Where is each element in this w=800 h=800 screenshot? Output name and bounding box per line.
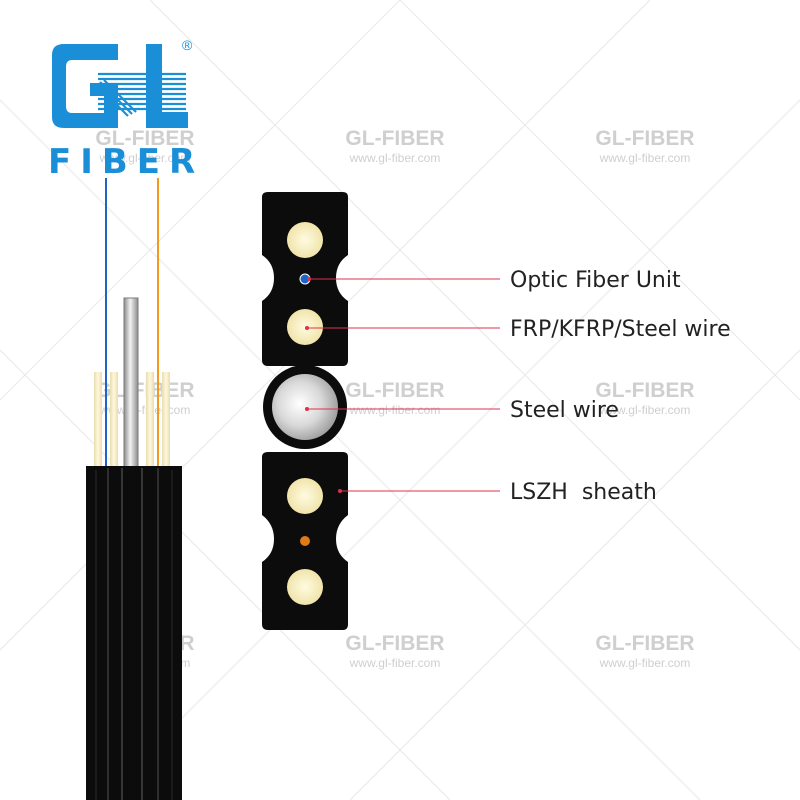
watermark-url: www.gl-fiber.com [599, 403, 691, 417]
steel-wire-core [272, 374, 338, 440]
yarn-strand [162, 372, 170, 472]
callout-optic-fiber-unit: Optic Fiber Unit [307, 268, 681, 293]
callout-anchor [338, 489, 342, 493]
watermark: GL-FIBER www.gl-fiber.com [595, 379, 694, 417]
callout-steel-wire: Steel wire [305, 398, 619, 423]
brand-logo: ® FIBER [48, 37, 204, 182]
logo-wordmark: FIBER [48, 142, 204, 182]
callout-label: LSZH sheath [510, 480, 657, 505]
watermark: GL-FIBER www.gl-fiber.com [95, 127, 194, 165]
steel-wire-rod [123, 297, 139, 475]
watermark-url: www.gl-fiber.com [349, 403, 441, 417]
callout-anchor [307, 277, 311, 281]
callout-lszh-sheath: LSZH sheath [338, 480, 657, 505]
fiber-unit-dot [300, 536, 310, 546]
yarn-strand [94, 372, 102, 472]
callout-frp-wire: FRP/KFRP/Steel wire [305, 317, 731, 342]
callout-anchor [305, 407, 309, 411]
callout-label: Optic Fiber Unit [510, 268, 681, 293]
watermark-url: www.gl-fiber.com [99, 151, 191, 165]
callout-anchor [305, 326, 309, 330]
watermark-title: GL-FIBER [595, 632, 694, 655]
yarn-strand [146, 372, 154, 472]
watermark-title: GL-FIBER [595, 127, 694, 150]
registered-mark: ® [182, 37, 193, 53]
yarn-strand [110, 372, 118, 472]
watermark-url: www.gl-fiber.com [349, 656, 441, 670]
watermark-title: GL-FIBER [95, 127, 194, 150]
logo-stripes [95, 72, 186, 117]
callouts: Optic Fiber Unit FRP/KFRP/Steel wire Ste… [305, 268, 731, 505]
watermark: GL-FIBER www.gl-fiber.com [595, 127, 694, 165]
watermark-title: GL-FIBER [345, 127, 444, 150]
callout-label: Steel wire [510, 398, 619, 423]
watermark-group: GL-FIBER www.gl-fiber.com GL-FIBER www.g… [95, 127, 694, 670]
watermark-title: GL-FIBER [595, 379, 694, 402]
cable-side-view [86, 178, 182, 800]
cable-cross-section [262, 192, 348, 630]
frp-rod [287, 222, 323, 258]
cable-sheath [86, 466, 182, 800]
frp-rod [287, 478, 323, 514]
watermark-title: GL-FIBER [345, 632, 444, 655]
logo-mark [52, 44, 188, 128]
watermark: GL-FIBER www.gl-fiber.com [345, 632, 444, 670]
watermark-url: www.gl-fiber.com [349, 151, 441, 165]
watermark: GL-FIBER www.gl-fiber.com [345, 127, 444, 165]
frp-rod [287, 309, 323, 345]
watermark-url: www.gl-fiber.com [599, 656, 691, 670]
watermark: GL-FIBER www.gl-fiber.com [345, 379, 444, 417]
watermark-url: www.gl-fiber.com [599, 151, 691, 165]
watermark-title: GL-FIBER [345, 379, 444, 402]
callout-label: FRP/KFRP/Steel wire [510, 317, 731, 342]
frp-rod [287, 569, 323, 605]
watermark: GL-FIBER www.gl-fiber.com [595, 632, 694, 670]
